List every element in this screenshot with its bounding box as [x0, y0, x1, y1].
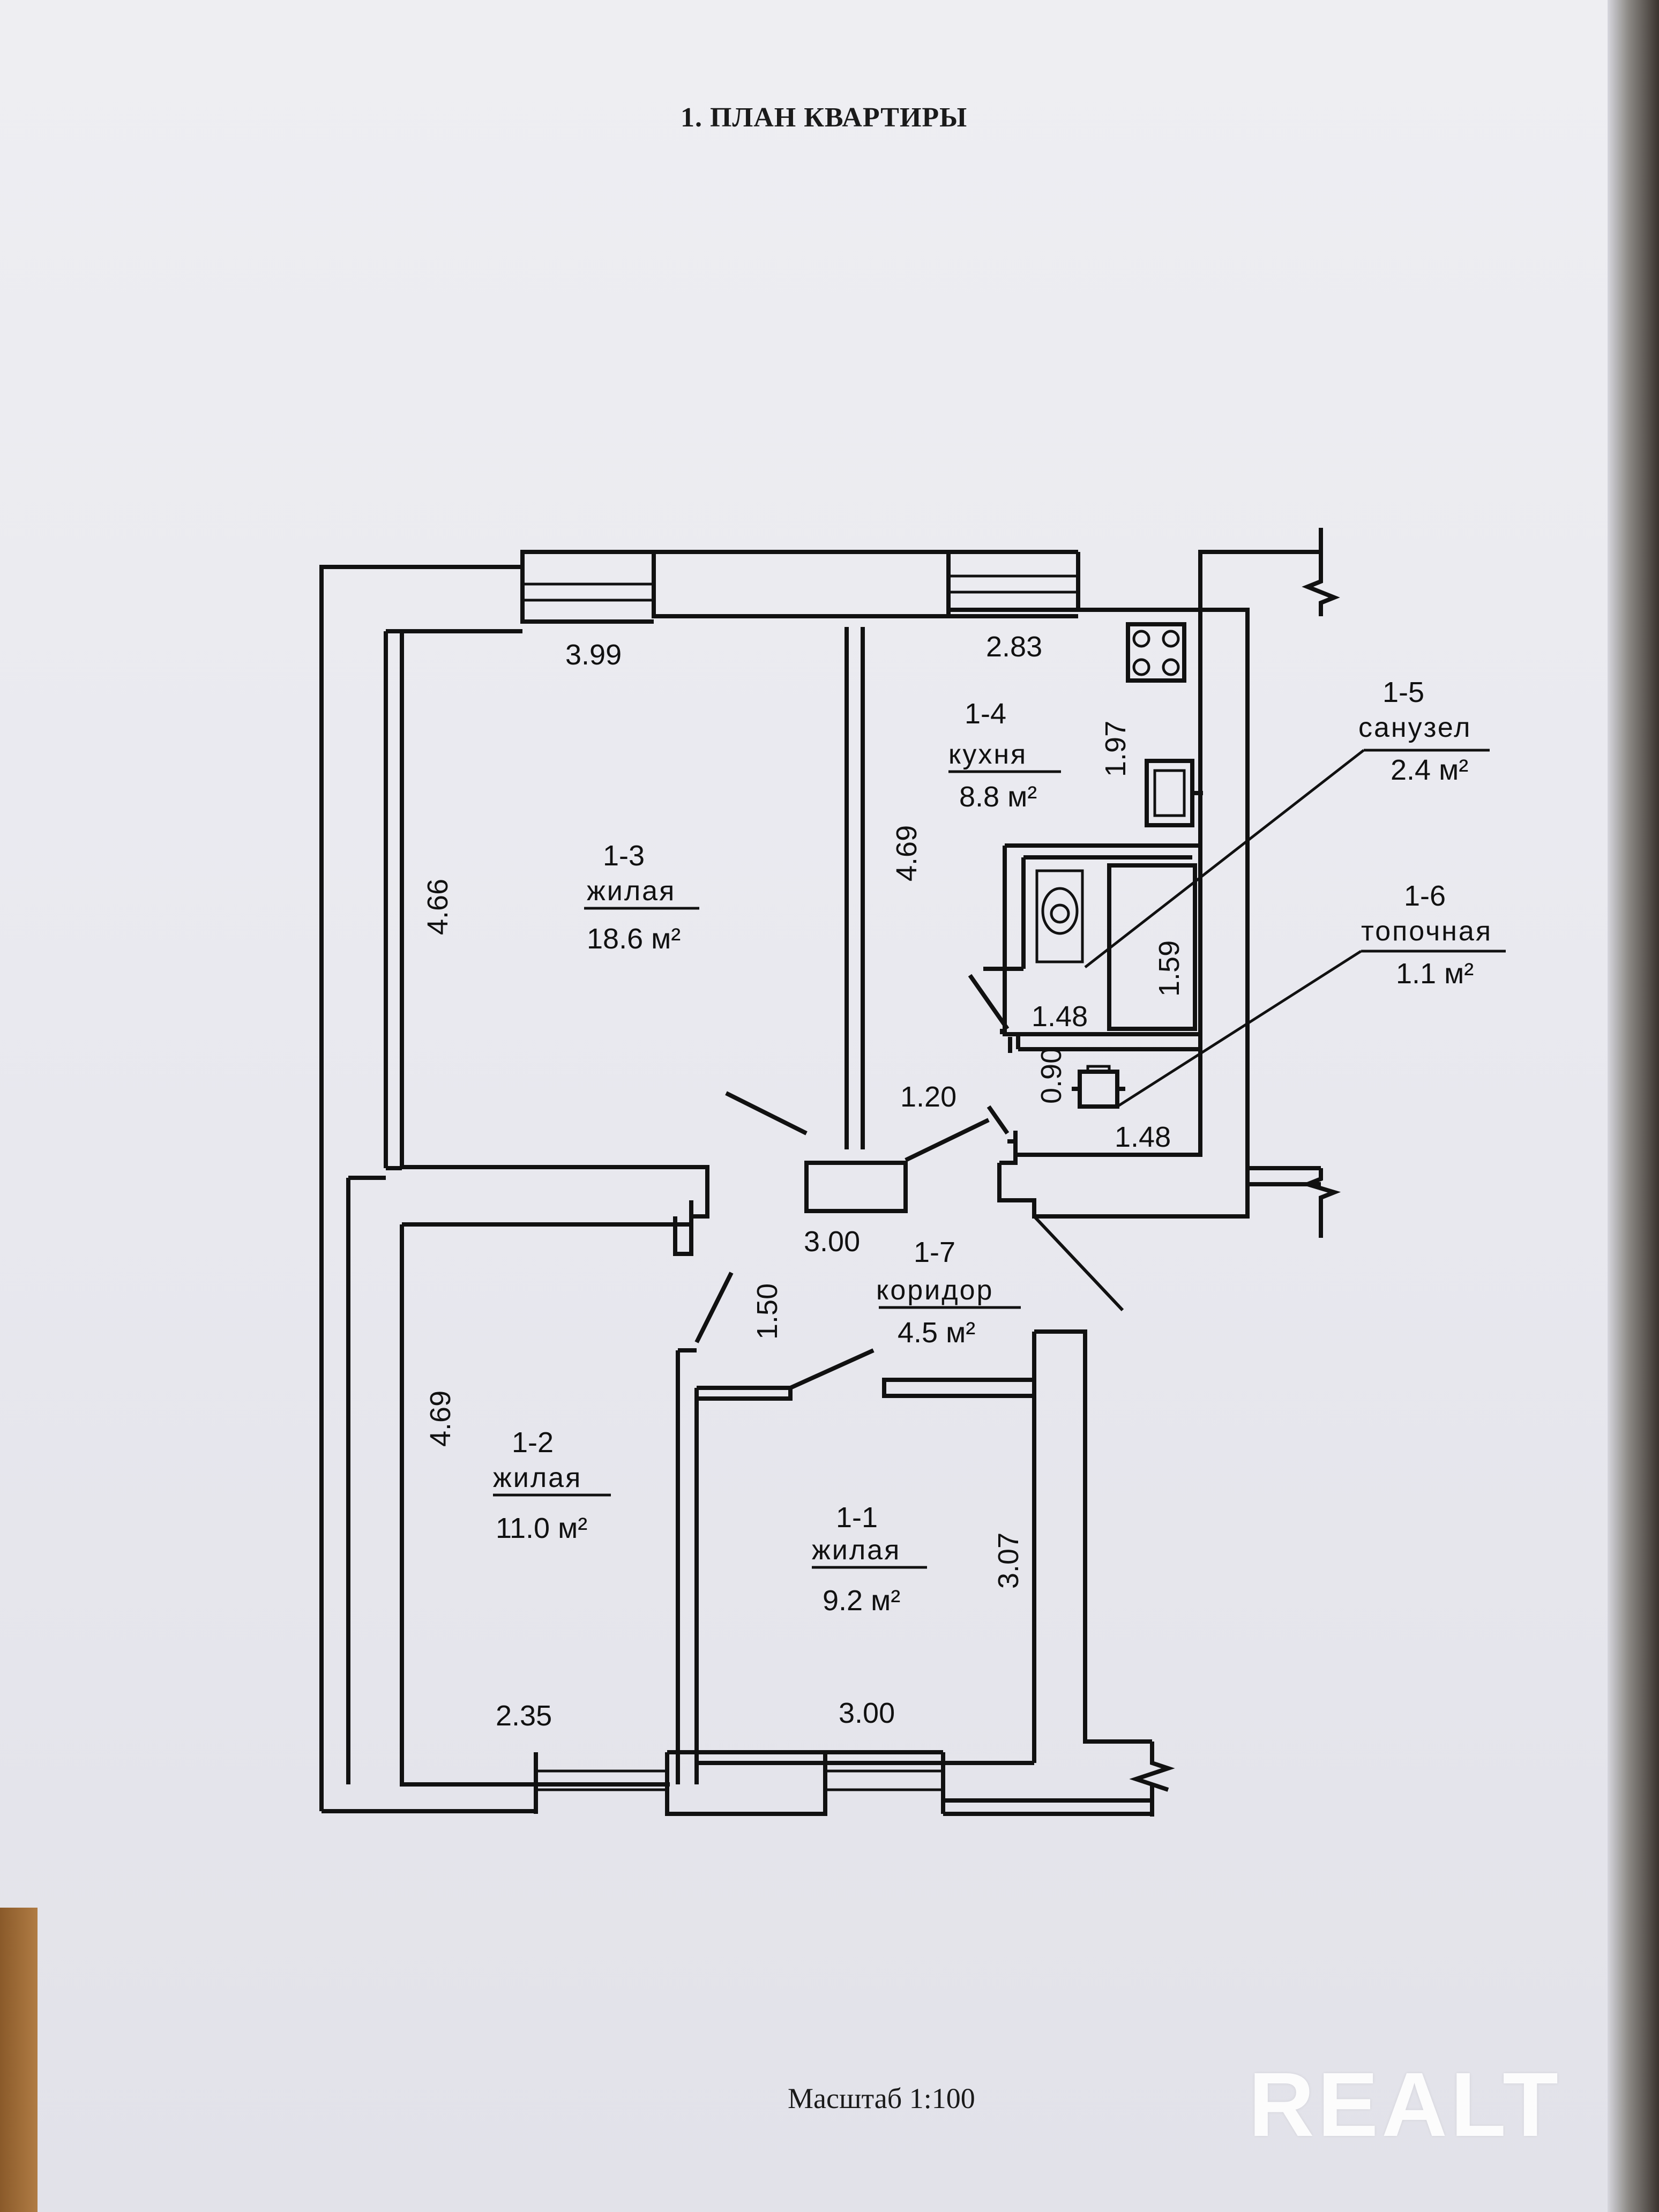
dim-boiler-width: 1.48: [1115, 1121, 1171, 1153]
room-12-area: 11.0 м²: [496, 1512, 587, 1544]
dim-r13-width: 3.99: [565, 639, 622, 671]
room-13-number: 1-3: [603, 840, 645, 872]
room-16-number: 1-6: [1404, 880, 1446, 912]
bottom-walls: [322, 1750, 1152, 1816]
room-16-area: 1.1 м²: [1396, 958, 1474, 990]
scale-label: Масштаб 1:100: [788, 2082, 975, 2114]
room-17-number: 1-7: [914, 1236, 955, 1268]
room-17-area: 4.5 м²: [898, 1317, 975, 1349]
room-13-area: 18.6 м²: [587, 923, 681, 955]
room-15-number: 1-5: [1382, 676, 1424, 708]
room-17-type: коридор: [876, 1275, 993, 1306]
dim-corridor-width: 3.00: [804, 1225, 860, 1258]
table-surface: [0, 1908, 38, 2212]
corridor-walls: [997, 1155, 1321, 1312]
dim-boiler-height: 0.90: [1035, 1048, 1067, 1104]
paper-sheet: [0, 0, 1624, 2212]
room-13-walls: [386, 627, 865, 1256]
room-11-type: жилая: [812, 1535, 901, 1566]
dim-r11-height: 3.07: [992, 1533, 1025, 1589]
room-11-walls: [697, 1329, 1175, 1817]
room-13-type: жилая: [587, 876, 676, 907]
room-15-area: 2.4 м²: [1391, 754, 1468, 786]
dim-corridor-depth: 1.50: [751, 1283, 783, 1340]
room-16-type: топочная: [1361, 916, 1492, 947]
label-underlines: [493, 770, 1061, 1569]
dim-kitchen-depth: 1.97: [1100, 721, 1132, 777]
dim-r11-width: 3.00: [839, 1697, 895, 1729]
room-14-area: 8.8 м²: [959, 781, 1037, 813]
dim-r13-height: 4.66: [422, 879, 454, 935]
room-15-type: санузел: [1358, 712, 1471, 743]
room-11-number: 1-1: [836, 1501, 878, 1534]
corridor-stub: [725, 1091, 990, 1213]
room-14-number: 1-4: [965, 698, 1006, 730]
dim-r12-height: 4.69: [424, 1391, 457, 1447]
kitchen-walls: [968, 610, 1203, 1157]
dim-bath-width: 1.48: [1032, 1000, 1088, 1033]
dim-r12-width: 2.35: [496, 1700, 552, 1732]
room-11-area: 9.2 м²: [823, 1585, 900, 1617]
dim-bath-height: 1.59: [1153, 940, 1185, 997]
dim-r13-partition: 4.69: [891, 825, 923, 881]
room-12-number: 1-2: [512, 1426, 554, 1459]
page-edge-shadow: [1608, 0, 1659, 2212]
room-12-walls: [400, 1222, 734, 1787]
room-12-type: жилая: [493, 1462, 582, 1493]
plan-title: 1. ПЛАН КВАРТИРЫ: [681, 102, 968, 133]
dim-corridor-entry: 1.20: [900, 1081, 956, 1113]
dim-kitchen-width: 2.83: [986, 631, 1042, 663]
realt-watermark-logo: REALT: [1249, 2054, 1561, 2156]
leader-lines: [1084, 749, 1506, 1108]
outer-walls: [319, 528, 1341, 1811]
room-14-type: кухня: [948, 739, 1027, 770]
